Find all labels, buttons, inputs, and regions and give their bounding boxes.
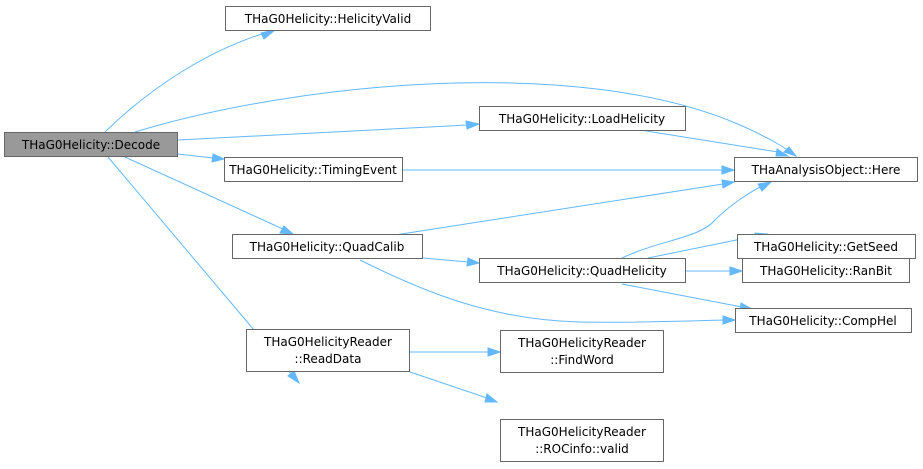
node-timing-event-label: THaG0Helicity::TimingEvent [228, 163, 397, 177]
node-read-data[interactable]: THaG0HelicityReader ::ReadData [246, 329, 410, 372]
node-find-word-label-line1: THaG0HelicityReader [517, 336, 646, 350]
node-decode-label: THaG0Helicity::Decode [21, 138, 160, 152]
node-load-helicity[interactable]: THaG0Helicity::LoadHelicity [479, 106, 686, 131]
node-rocinfo-valid-label-line2: ::ROCinfo::valid [535, 442, 629, 456]
node-helicity-valid[interactable]: THaG0Helicity::HelicityValid [225, 6, 431, 31]
node-quad-helicity[interactable]: THaG0Helicity::QuadHelicity [479, 258, 686, 283]
node-comp-hel[interactable]: THaG0Helicity::CompHel [735, 308, 912, 333]
edge-decode-helicity-valid [104, 29, 276, 133]
edge-quad-helicity-comp-hel [621, 283, 754, 311]
edge-quad-helicity-ran-bit [685, 266, 744, 276]
edge-read-data-find-word [410, 347, 502, 357]
node-here[interactable]: THaAnalysisObject::Here [734, 157, 918, 182]
node-read-data-label-line2: ::ReadData [295, 352, 362, 366]
edge-quad-calib-here [394, 179, 736, 236]
edge-decode-timing-event [177, 153, 226, 163]
node-rocinfo-valid-label-line1: THaG0HelicityReader [517, 425, 646, 439]
edge-load-helicity-here [639, 129, 790, 157]
node-quad-calib[interactable]: THaG0Helicity::QuadCalib [232, 234, 423, 259]
node-find-word-label-line2: ::FindWord [550, 353, 614, 367]
node-ran-bit-label: THaG0Helicity::RanBit [759, 264, 892, 278]
edge-decode-load-helicity [177, 120, 481, 141]
edge-quad-calib-comp-hel [359, 259, 737, 325]
node-here-label: THaAnalysisObject::Here [751, 163, 901, 177]
edge-read-data-rocinfo-valid [409, 371, 499, 403]
node-ran-bit[interactable]: THaG0Helicity::RanBit [742, 258, 910, 283]
node-timing-event[interactable]: THaG0Helicity::TimingEvent [224, 157, 403, 182]
node-comp-hel-label: THaG0Helicity::CompHel [748, 314, 896, 328]
node-find-word[interactable]: THaG0HelicityReader ::FindWord [500, 330, 664, 373]
node-rocinfo-valid[interactable]: THaG0HelicityReader ::ROCinfo::valid [500, 419, 664, 462]
edge-quad-helicity-here [621, 181, 773, 259]
edge-quad-calib-quad-helicity [422, 257, 481, 267]
node-get-seed-label: THaG0Helicity::GetSeed [753, 240, 898, 254]
node-get-seed[interactable]: THaG0Helicity::GetSeed [737, 234, 916, 259]
node-quad-helicity-label: THaG0Helicity::QuadHelicity [496, 264, 667, 278]
node-load-helicity-label: THaG0Helicity::LoadHelicity [498, 112, 665, 126]
node-quad-calib-label: THaG0Helicity::QuadCalib [249, 240, 405, 254]
edge-decode-here [134, 82, 798, 157]
edge-timing-event-here [403, 165, 736, 175]
node-helicity-valid-label: THaG0Helicity::HelicityValid [244, 12, 411, 26]
edge-decode-quad-calib [124, 156, 295, 235]
node-read-data-label-line1: THaG0HelicityReader [263, 335, 392, 349]
node-decode[interactable]: THaG0Helicity::Decode [4, 132, 178, 157]
